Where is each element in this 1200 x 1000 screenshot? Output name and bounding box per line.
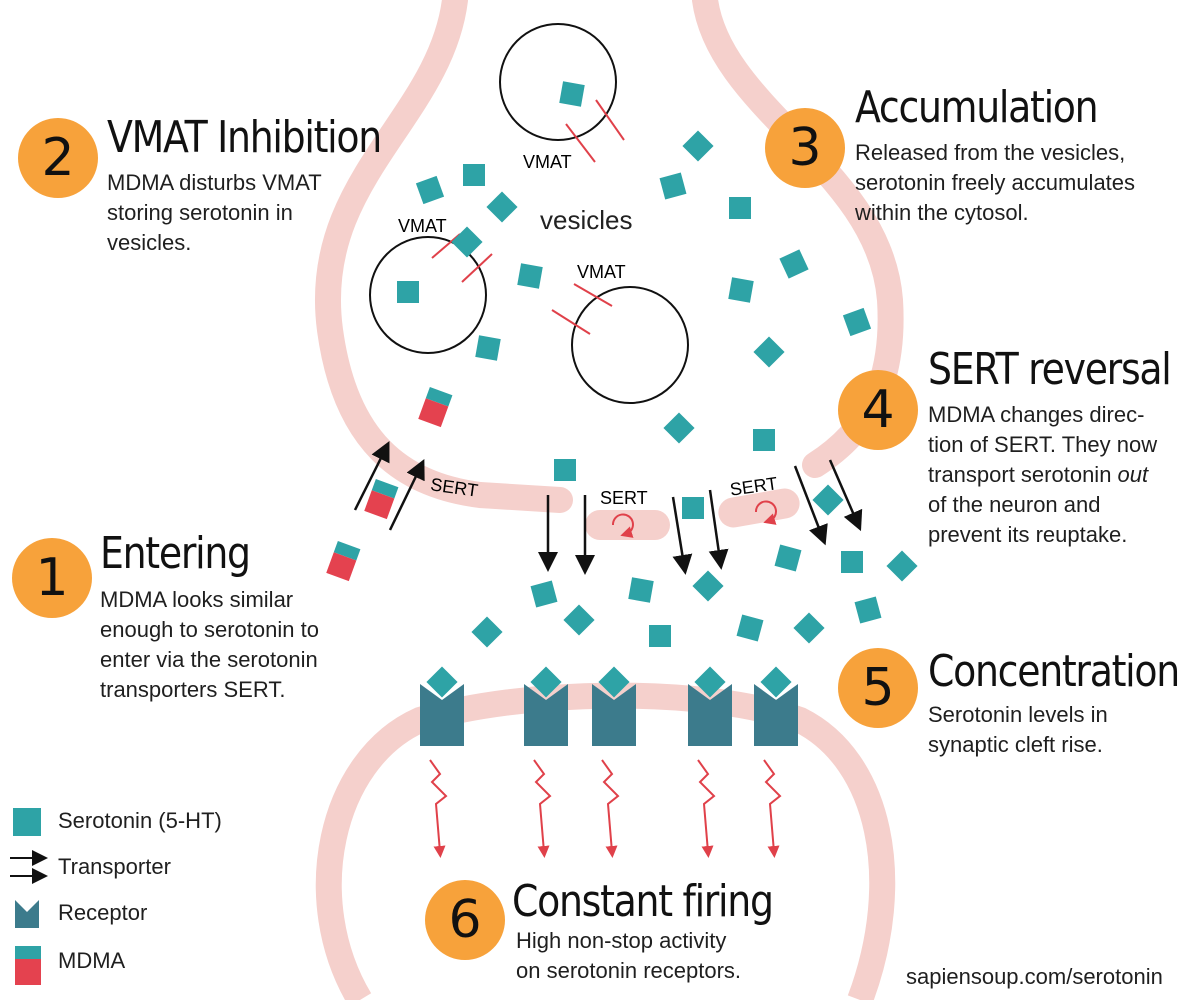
- serotonin-molecule: [451, 226, 483, 258]
- vesicles-label: vesicles: [540, 205, 632, 235]
- serotonin-molecule: [692, 570, 724, 602]
- serotonin-molecule: [812, 484, 844, 516]
- serotonin-molecule: [886, 550, 918, 582]
- serotonin-molecule: [682, 130, 714, 162]
- step-3-description: Released from the vesicles, serotonin fr…: [855, 140, 1136, 225]
- step-2-title: VMAT Inhibition: [107, 112, 382, 163]
- receptor: [688, 666, 732, 746]
- serotonin-molecule: [486, 191, 518, 223]
- serotonin-molecule: [559, 81, 585, 107]
- serotonin-molecule: [729, 197, 751, 219]
- serotonin-molecule: [649, 625, 671, 647]
- mdma-molecules: [326, 386, 453, 582]
- mdma-molecule: [326, 540, 361, 582]
- sert-transporter: [585, 510, 670, 540]
- sert-label: SERT: [600, 488, 648, 508]
- vmat-label: VMAT: [398, 216, 447, 236]
- step-2-description: MDMA disturbs VMAT storing serotonin in …: [107, 170, 322, 255]
- serotonin-molecule: [397, 281, 419, 303]
- serotonin-molecule: [779, 249, 809, 279]
- receptors: [420, 666, 798, 746]
- firing-bolt-icon: [533, 759, 552, 858]
- serotonin-molecule: [753, 336, 785, 368]
- serotonin-molecule: [854, 596, 882, 624]
- step-1-title: Entering: [100, 528, 251, 579]
- step-4-title: SERT reversal: [928, 344, 1172, 395]
- serotonin-molecule: [793, 612, 825, 644]
- receptor: [524, 666, 568, 746]
- firing-bolt-icon: [429, 759, 448, 858]
- serotonin-molecule: [842, 307, 872, 337]
- legend-mdma-label: MDMA: [58, 948, 126, 973]
- vmat-markers: [431, 99, 625, 335]
- sert-transporter: [718, 488, 800, 528]
- step-6-description: High non-stop activity on serotonin rece…: [516, 928, 742, 983]
- vesicle: [571, 286, 689, 404]
- serotonin-molecule: [563, 604, 595, 636]
- postsynaptic-membrane: [315, 682, 896, 1000]
- serotonin-molecule: [471, 616, 503, 648]
- step-6-title: Constant firing: [512, 876, 774, 927]
- firing-bolt-icon: [763, 759, 782, 858]
- serotonin-molecule: [728, 277, 754, 303]
- vmat-label: VMAT: [577, 262, 626, 282]
- serotonin-molecule: [753, 429, 775, 451]
- step-4-description: MDMA changes direc- tion of SERT. They n…: [928, 402, 1158, 547]
- serotonin-molecule: [841, 551, 863, 573]
- step-5-title: Concentration: [928, 646, 1180, 697]
- serotonin-molecule: [463, 164, 485, 186]
- serotonin-molecule: [736, 614, 764, 642]
- legend-icons: [10, 808, 48, 985]
- source-credit: sapiensoup.com/serotonin: [906, 964, 1163, 989]
- vesicle: [369, 236, 487, 354]
- legend-receptor-label: Receptor: [58, 900, 148, 925]
- step-5-description: Serotonin levels in synaptic cleft rise.: [928, 702, 1108, 757]
- serotonin-molecule: [659, 172, 687, 200]
- step-4-badge: 4: [838, 370, 918, 450]
- vmat-label: VMAT: [523, 152, 572, 172]
- receptor: [754, 666, 798, 746]
- serotonin-molecule: [475, 335, 501, 361]
- serotonin-molecule: [554, 459, 576, 481]
- step-3-title: Accumulation: [855, 82, 1099, 133]
- emphasis-out: out: [1117, 462, 1149, 487]
- sert-reversal-icon: [611, 500, 777, 538]
- firing-bolts: [429, 759, 782, 858]
- mdma-molecule: [364, 478, 399, 520]
- step-6-badge: 6: [425, 880, 505, 960]
- step-3-badge: 3: [765, 108, 845, 188]
- receptor-icon: [15, 900, 39, 928]
- mdma-icon: [15, 946, 41, 985]
- receptor: [592, 666, 636, 746]
- mdma-molecule: [418, 386, 453, 428]
- serotonin-molecule: [530, 580, 558, 608]
- serotonin-molecule: [517, 263, 543, 289]
- receptor: [420, 666, 464, 746]
- serotonin-molecule: [628, 577, 654, 603]
- firing-bolt-icon: [601, 759, 620, 858]
- step-5-badge: 5: [838, 648, 918, 728]
- step-2-badge: 2: [18, 118, 98, 198]
- vesicle: [499, 23, 617, 141]
- legend-transporter-label: Transporter: [58, 854, 171, 879]
- transporter-arrows-icon: [10, 850, 48, 884]
- legend-serotonin-label: Serotonin (5-HT): [58, 808, 222, 833]
- step-1-description: MDMA looks similar enough to serotonin t…: [100, 587, 319, 702]
- step-1-badge: 1: [12, 538, 92, 618]
- serotonin-molecule: [774, 544, 802, 572]
- serotonin-square-icon: [13, 808, 41, 836]
- firing-bolt-icon: [697, 759, 716, 858]
- serotonin-molecule: [415, 175, 445, 205]
- serotonin-molecule: [682, 497, 704, 519]
- transporter-arrows: [353, 441, 863, 575]
- serotonin-molecule: [663, 412, 695, 444]
